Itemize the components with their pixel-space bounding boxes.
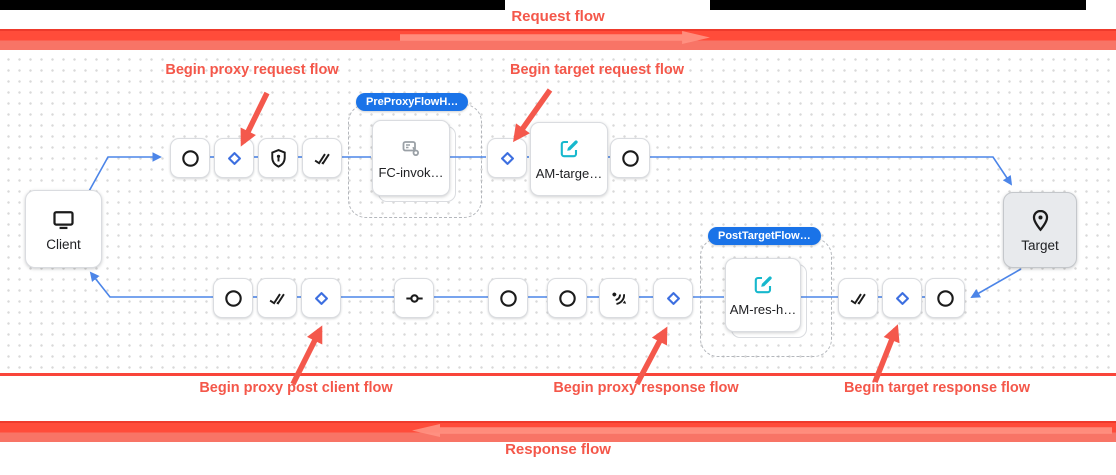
edit-icon <box>560 140 578 158</box>
flow-callout-icon <box>402 141 419 156</box>
response-step-route-node[interactable] <box>394 278 434 318</box>
response-step-circle-node[interactable] <box>547 278 587 318</box>
client-endpoint-card[interactable]: Client <box>25 190 102 268</box>
edit-icon <box>754 276 772 294</box>
response-flow-title: Response flow <box>505 441 611 458</box>
assign-message-response-card[interactable]: AM-res-h… <box>725 258 801 332</box>
request-direction-arrow <box>400 31 710 44</box>
circle-icon <box>499 289 517 307</box>
request-step-shield-node[interactable] <box>258 138 298 178</box>
assign-message-target-card[interactable]: AM-targe… <box>530 122 608 196</box>
response-direction-arrow <box>412 424 1112 437</box>
begin-target-response-flow-label: Begin target response flow <box>843 380 1031 396</box>
diamond-icon <box>314 291 328 305</box>
client-endpoint-label: Client <box>46 237 81 252</box>
request-step-diamond-node[interactable] <box>487 138 527 178</box>
response-step-circle-node[interactable] <box>925 278 965 318</box>
response-step-circle-node[interactable] <box>213 278 253 318</box>
circle-icon <box>621 149 639 167</box>
flow-callout-policy-label: FC-invok… <box>378 165 444 180</box>
circle-icon <box>224 289 242 307</box>
response-step-signal-node[interactable] <box>599 278 639 318</box>
diamond-icon <box>227 151 241 165</box>
diamond-icon <box>895 291 909 305</box>
request-step-double-check-node[interactable] <box>302 138 342 178</box>
request-flow-label-background <box>505 0 710 11</box>
begin-target-request-flow-label: Begin target request flow <box>509 62 685 78</box>
diamond-icon <box>666 291 680 305</box>
begin-proxy-request-flow-label: Begin proxy request flow <box>165 62 339 78</box>
shield-icon <box>270 148 286 168</box>
response-flow-divider <box>0 373 1116 376</box>
target-endpoint-card[interactable]: Target <box>1003 192 1077 268</box>
response-step-circle-node[interactable] <box>488 278 528 318</box>
preproxy-flowhook-badge[interactable]: PreProxyFlowH… <box>356 93 469 111</box>
assign-message-response-label: AM-res-h… <box>729 302 797 317</box>
response-step-diamond-node[interactable] <box>301 278 341 318</box>
circle-icon <box>181 149 199 167</box>
flow-callout-policy-card[interactable]: FC-invok… <box>372 120 450 196</box>
assign-message-target-label: AM-targe… <box>535 166 603 181</box>
posttarget-flowhook-badge[interactable]: PostTargetFlow… <box>708 227 821 245</box>
diagram-canvas <box>0 50 1116 373</box>
response-step-double-check-node[interactable] <box>257 278 297 318</box>
request-step-diamond-node[interactable] <box>214 138 254 178</box>
request-step-circle-node[interactable] <box>610 138 650 178</box>
begin-proxy-post-client-flow-label: Begin proxy post client flow <box>199 380 393 396</box>
response-step-diamond-node[interactable] <box>653 278 693 318</box>
circle-icon <box>558 289 576 307</box>
monitor-icon <box>53 211 74 230</box>
target-endpoint-label: Target <box>1021 238 1059 253</box>
request-step-circle-node[interactable] <box>170 138 210 178</box>
double-check-icon <box>850 293 866 305</box>
signal-icon <box>611 292 626 305</box>
response-step-diamond-node[interactable] <box>882 278 922 318</box>
diamond-icon <box>500 151 514 165</box>
circle-icon <box>936 289 954 307</box>
begin-proxy-response-flow-label: Begin proxy response flow <box>553 380 739 396</box>
response-step-double-check-node[interactable] <box>838 278 878 318</box>
double-check-icon <box>314 153 330 165</box>
request-flow-title: Request flow <box>511 8 605 25</box>
double-check-icon <box>269 293 285 305</box>
location-pin-icon <box>1032 209 1048 232</box>
route-icon <box>405 293 423 303</box>
